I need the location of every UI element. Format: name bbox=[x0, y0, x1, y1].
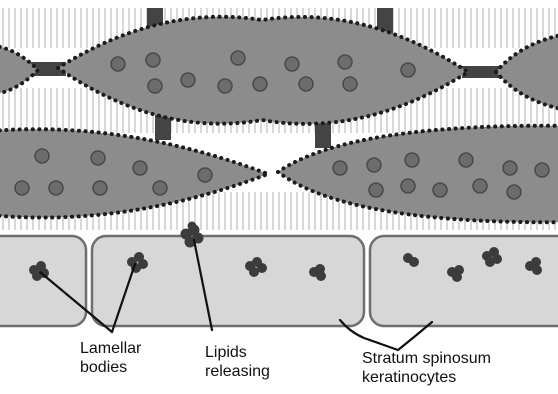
lamellar-bodies-label: Lamellar bodies bbox=[80, 339, 141, 377]
granule bbox=[231, 51, 245, 65]
lamellar-label-line2: bodies bbox=[80, 358, 141, 377]
granule bbox=[111, 57, 125, 71]
granule bbox=[503, 161, 517, 175]
stratum-label-line1: Stratum spinosum bbox=[362, 349, 491, 368]
granule bbox=[93, 181, 107, 195]
stratum-label-line2: keratinocytes bbox=[362, 368, 491, 387]
granule bbox=[299, 77, 313, 91]
granule bbox=[35, 149, 49, 163]
stratum-spinosum-label: Stratum spinosum keratinocytes bbox=[362, 349, 491, 387]
granule bbox=[459, 153, 473, 167]
granule bbox=[333, 161, 347, 175]
keratinocyte-cell bbox=[370, 236, 558, 326]
granule bbox=[507, 185, 521, 199]
granule bbox=[535, 163, 549, 177]
granule bbox=[133, 161, 147, 175]
granule bbox=[146, 53, 160, 67]
granule bbox=[218, 79, 232, 93]
lipids-releasing-label: Lipids releasing bbox=[205, 343, 270, 381]
granule bbox=[253, 77, 267, 91]
granule bbox=[401, 63, 415, 77]
granule bbox=[369, 183, 383, 197]
granule bbox=[285, 57, 299, 71]
granule bbox=[343, 77, 357, 91]
granule bbox=[198, 168, 212, 182]
lipids-label-line1: Lipids bbox=[205, 343, 270, 362]
granule bbox=[433, 183, 447, 197]
granule bbox=[15, 181, 29, 195]
lamellar-label-line1: Lamellar bbox=[80, 339, 141, 358]
keratinocyte-row bbox=[0, 236, 558, 326]
granule bbox=[367, 158, 381, 172]
granule bbox=[49, 181, 63, 195]
lipids-label-line2: releasing bbox=[205, 362, 270, 381]
granule bbox=[401, 179, 415, 193]
granule bbox=[405, 153, 419, 167]
granule bbox=[148, 79, 162, 93]
granule bbox=[91, 151, 105, 165]
keratinocyte-cell bbox=[92, 236, 364, 326]
granule bbox=[181, 73, 195, 87]
granule bbox=[153, 181, 167, 195]
granule bbox=[338, 55, 352, 69]
keratinocyte-cell bbox=[0, 236, 86, 326]
granule bbox=[473, 179, 487, 193]
